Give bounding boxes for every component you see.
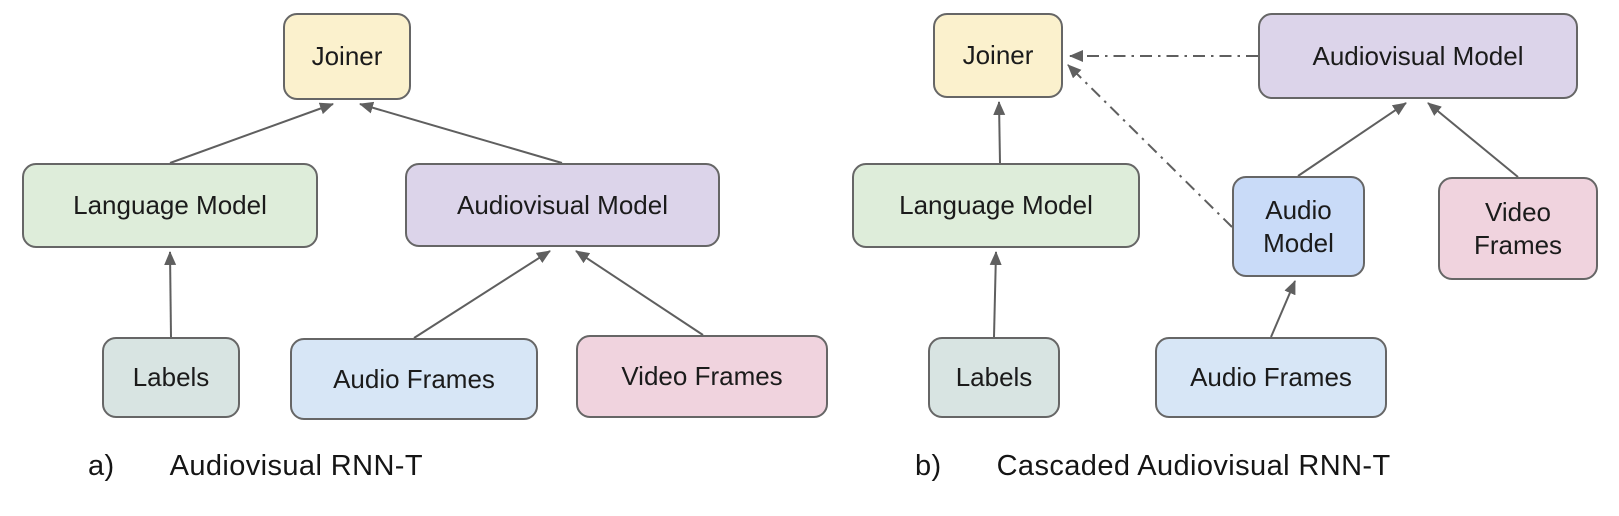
node-b-audio-frames: Audio Frames	[1155, 337, 1387, 418]
edge-b-audio-frames-to-audio-model	[1270, 280, 1296, 338]
edge-a-audiovisual-model-to-joiner	[359, 101, 563, 164]
node-a-joiner: Joiner	[283, 13, 411, 100]
caption-b-prefix: b)	[915, 450, 942, 482]
node-a-video-frames: Video Frames	[576, 335, 828, 418]
node-b-joiner: Joiner	[933, 13, 1063, 98]
node-a-audio-frames: Audio Frames	[290, 338, 538, 420]
node-a-labels: Labels	[102, 337, 240, 418]
edge-b-audio-model-to-joiner-dashdot	[1067, 64, 1233, 228]
caption-b: b) Cascaded Audiovisual RNN-T	[915, 450, 1391, 483]
edge-b-video-frames-to-audiovisual-model	[1427, 102, 1519, 178]
edge-a-labels-to-language-model	[164, 251, 177, 338]
edge-a-audio-frames-to-audiovisual-model	[413, 250, 551, 339]
caption-a: a) Audiovisual RNN-T	[88, 450, 423, 483]
edge-b-labels-to-language-model	[989, 251, 1002, 338]
caption-a-text: Audiovisual RNN-T	[169, 450, 423, 482]
node-b-video-frames: Video Frames	[1438, 177, 1598, 280]
node-b-labels: Labels	[928, 337, 1060, 418]
caption-a-prefix: a)	[88, 450, 115, 482]
node-a-language-model: Language Model	[22, 163, 318, 248]
edge-a-language-model-to-joiner	[169, 102, 334, 164]
node-b-audiovisual-model: Audiovisual Model	[1258, 13, 1578, 99]
edge-a-video-frames-to-audiovisual-model	[575, 250, 704, 336]
node-b-language-model: Language Model	[852, 163, 1140, 248]
edge-b-audio-model-to-audiovisual-model	[1297, 102, 1407, 177]
edge-b-language-model-to-joiner	[993, 101, 1006, 164]
node-b-audio-model: Audio Model	[1232, 176, 1365, 277]
node-a-audiovisual-model: Audiovisual Model	[405, 163, 720, 247]
caption-b-text: Cascaded Audiovisual RNN-T	[996, 450, 1391, 482]
